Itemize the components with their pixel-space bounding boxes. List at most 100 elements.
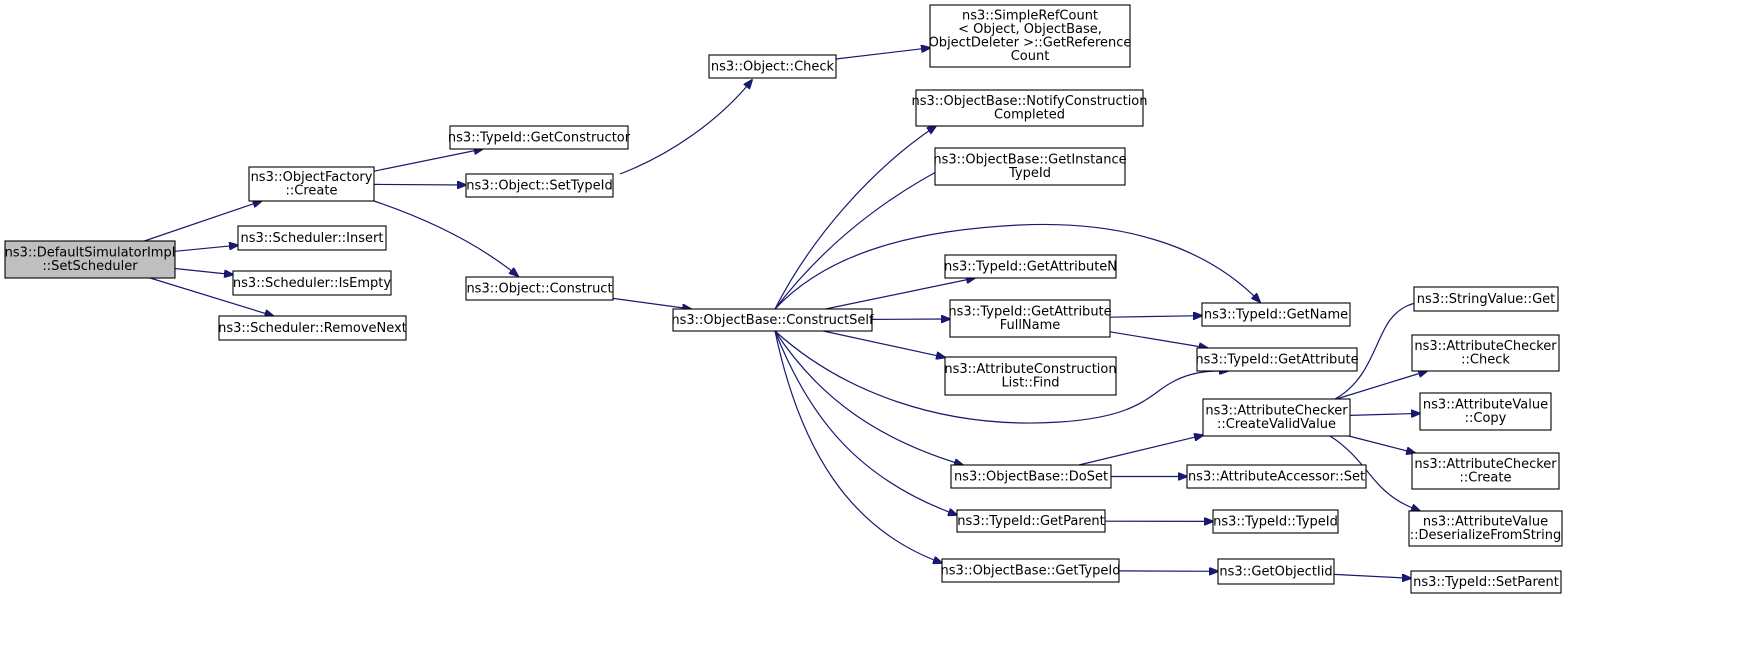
edge-root-to-sch_insert [174,245,238,252]
node-box [949,299,1111,338]
node-label-line: ::SetScheduler [42,259,138,274]
node-label-line: ns3::ObjectBase::GetTypeId [941,563,1121,578]
node-box [672,308,873,332]
node-tid-getparent[interactable]: ns3::TypeId::GetParent [956,509,1106,533]
edges-layer [144,48,1430,579]
node-sch-isempty[interactable]: ns3::Scheduler::IsEmpty [232,270,392,296]
node-label-line: ns3::Object::Check [711,59,835,74]
node-box [1408,510,1563,547]
edge-tid_getattrfull-to-tid_getattr [1109,331,1208,348]
node-sv-get[interactable]: ns3::StringValue::Get [1413,286,1559,312]
edge-obj_check-to-simplerefcount [835,48,930,60]
node-tid-getattrn[interactable]: ns3::TypeId::GetAttributeN [944,254,1117,279]
node-sch-insert[interactable]: ns3::Scheduler::Insert [237,225,387,251]
node-tid-getattr[interactable]: ns3::TypeId::GetAttribute [1195,347,1359,372]
node-label-line: ns3::StringValue::Get [1417,292,1555,307]
node-box [1217,558,1335,585]
node-ac-createvalid[interactable]: ns3::AttributeChecker::CreateValidValue [1202,398,1351,437]
edge-obj_construct-to-ob_constructself [612,297,691,309]
node-box [1411,334,1560,372]
node-obj-settypeid[interactable]: ns3::Object::SetTypeId [465,173,614,198]
node-aa-set[interactable]: ns3::AttributeAccessor::Set [1186,464,1367,489]
node-label-line: ns3::TypeId::SetParent [1413,575,1559,590]
node-label-line: ::Copy [1465,411,1507,426]
node-box [1201,302,1351,327]
node-label-line: < Object, ObjectBase, [958,22,1102,37]
edge-ac_createvalid-to-ac_check [1336,371,1427,400]
edge-root-to-sch_isempty [174,267,233,275]
edge-ob_constructself-to-acl_find [823,330,945,357]
node-box [941,558,1120,583]
node-label-line: TypeId [1008,166,1051,181]
edge-of_create-to-obj_settypeid [373,184,466,185]
node-sch-removenext[interactable]: ns3::Scheduler::RemoveNext [218,315,407,341]
node-av-copy[interactable]: ns3::AttributeValue::Copy [1419,392,1552,431]
node-label-line: ::CreateValidValue [1217,417,1336,432]
node-box [1419,392,1552,431]
node-label-line: ::Check [1461,353,1510,368]
node-label-line: ns3::Object::Construct [466,281,612,296]
node-box [232,270,392,296]
node-box [248,166,375,202]
node-label-line: ns3::TypeId::GetAttributeN [944,259,1117,274]
node-label-line: ns3::TypeId::GetConstructor [448,130,631,145]
node-label-line: ns3::TypeId::TypeId [1213,514,1338,529]
node-ac-check[interactable]: ns3::AttributeChecker::Check [1411,334,1560,372]
node-ac-create[interactable]: ns3::AttributeChecker::Create [1411,452,1560,490]
node-ob-doset[interactable]: ns3::ObjectBase::DoSet [950,464,1112,489]
node-label-line: ::Create [286,184,338,199]
node-label-line: ns3::TypeId::GetName [1204,307,1348,322]
node-getobjectiid[interactable]: ns3::GetObjectIid [1217,558,1335,585]
node-ob-constructself[interactable]: ns3::ObjectBase::ConstructSelf [671,308,874,332]
edge-ac_createvalid-to-av_deserialize [1329,435,1420,511]
node-box [950,464,1112,489]
node-label-line: ::DeserializeFromString [1410,528,1562,543]
node-label-line: Count [1011,49,1050,64]
node-label-line: ns3::AttributeValue [1423,515,1548,530]
node-tid-getctor[interactable]: ns3::TypeId::GetConstructor [448,125,631,150]
node-box [1411,452,1560,490]
node-tid-typeid[interactable]: ns3::TypeId::TypeId [1212,509,1339,534]
node-label-line: ns3::AttributeConstruction [944,362,1116,377]
node-root[interactable]: ns3::DefaultSimulatorImpl::SetScheduler [4,240,176,279]
node-tid-setparent[interactable]: ns3::TypeId::SetParent [1410,570,1562,594]
edge-ob_constructself-to-ob_getinstance [774,163,953,310]
node-label-line: ns3::AttributeAccessor::Set [1188,469,1365,484]
node-label-line: ns3::ObjectBase::GetInstance [933,153,1126,168]
node-box [915,89,1144,127]
node-box [934,147,1126,186]
node-box [708,54,837,79]
edge-ob_constructself-to-ob_doset [774,330,963,465]
node-av-deserialize[interactable]: ns3::AttributeValue::DeserializeFromStri… [1408,510,1563,547]
node-label-line: ns3::ObjectFactory [251,170,373,185]
node-ob-notify[interactable]: ns3::ObjectBase::NotifyConstructionCompl… [912,89,1148,127]
node-box [1413,286,1559,312]
edge-getobjectiid-to-tid_setparent [1333,573,1411,578]
node-ob-gettypeid[interactable]: ns3::ObjectBase::GetTypeId [941,558,1121,583]
node-box [956,509,1106,533]
node-label-line: ns3::AttributeValue [1423,398,1548,413]
node-label-line: ns3::AttributeChecker [1414,457,1557,472]
node-label-line: List::Find [1001,376,1059,391]
node-label-line: ns3::AttributeChecker [1205,404,1348,419]
node-tid-getname[interactable]: ns3::TypeId::GetName [1201,302,1351,327]
edge-ac_createvalid-to-av_copy [1349,413,1420,415]
node-box [465,173,614,198]
node-label-line: ns3::ObjectBase::DoSet [954,469,1108,484]
node-of-create[interactable]: ns3::ObjectFactory::Create [248,166,375,202]
edge-ob_constructself-to-tid_getname [774,223,1260,310]
node-box [1212,509,1339,534]
node-obj-check[interactable]: ns3::Object::Check [708,54,837,79]
node-box [944,254,1117,279]
node-simplerefcount[interactable]: ns3::SimpleRefCount< Object, ObjectBase,… [929,4,1132,68]
node-label-line: ns3::SimpleRefCount [962,9,1098,24]
node-label-line: Completed [994,108,1065,123]
nodes-layer: ns3::DefaultSimulatorImpl::SetSchedulern… [4,4,1563,594]
node-box [237,225,387,251]
node-label-line: ns3::TypeId::GetAttribute [1195,352,1358,367]
edge-root-to-sch_removenext [149,277,273,316]
node-obj-construct[interactable]: ns3::Object::Construct [465,276,614,301]
